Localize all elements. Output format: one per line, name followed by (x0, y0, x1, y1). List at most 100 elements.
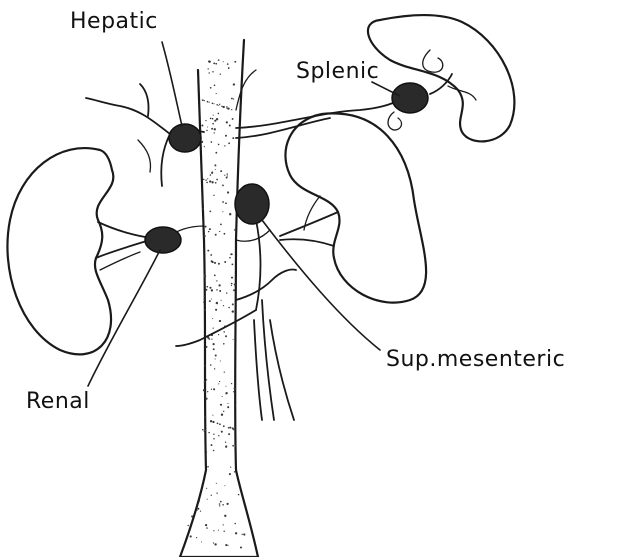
stipple-dot (222, 211, 223, 212)
stipple-dot (203, 179, 205, 181)
stipple-dot (209, 180, 211, 182)
stipple-dot (211, 338, 212, 339)
stipple-dot (210, 364, 212, 366)
stipple-dot (214, 120, 216, 122)
stipple-dot (209, 287, 211, 289)
stipple-dot (218, 144, 220, 146)
stipple-dot (223, 305, 224, 306)
stipple-dot (204, 309, 206, 311)
stipple-dot (225, 135, 227, 137)
sup-mesenteric-ganglion (235, 184, 269, 224)
stipple-dot (227, 403, 228, 404)
stipple-dot (201, 198, 203, 200)
stipple-dot (218, 263, 220, 265)
stipple-dot (226, 177, 228, 179)
stipple-dot (207, 101, 209, 103)
stipple-dot (231, 383, 232, 384)
stipple-dot (206, 527, 208, 529)
stipple-dot (213, 433, 214, 434)
stipple-dot (220, 501, 222, 503)
stipple-dot (204, 146, 205, 147)
stipple-dot (208, 231, 209, 232)
stipple-dot (220, 404, 222, 406)
stipple-dot (213, 62, 215, 64)
stipple-dot (223, 185, 224, 186)
stipple-dot (214, 128, 216, 130)
stipple-dot (233, 339, 234, 340)
stipple-dot (229, 427, 231, 429)
stipple-dot (232, 445, 234, 447)
stipple-dot (227, 191, 229, 193)
stipple-dot (220, 360, 221, 361)
stipple-dot (228, 433, 230, 435)
stipple-dot (212, 415, 213, 416)
stipple-dot (199, 500, 201, 502)
stipple-dot (205, 280, 206, 281)
stipple-dot (224, 515, 226, 517)
stipple-dot (207, 499, 208, 500)
stipple-dot (196, 510, 197, 511)
stipple-dot (211, 444, 213, 446)
stipple-dot (227, 406, 229, 408)
stipple-dot (197, 508, 199, 510)
stipple-dot (234, 61, 236, 63)
stipple-dot (224, 261, 226, 263)
stipple-dot (223, 411, 224, 412)
stipple-dot (226, 121, 228, 123)
stipple-dot (224, 145, 225, 146)
stipple-dot (218, 105, 219, 106)
stipple-dot (215, 358, 216, 359)
stipple-dot (215, 234, 217, 236)
stipple-dot (234, 523, 236, 525)
stipple-dot (203, 235, 205, 237)
stipple-dot (215, 309, 217, 311)
stipple-dot (203, 389, 205, 391)
stipple-dot (213, 343, 215, 345)
stipple-dot (214, 368, 215, 369)
stipple-dot (212, 71, 214, 73)
stipple-dot (215, 354, 217, 356)
stipple-dot (232, 137, 234, 139)
stipple-dot (207, 127, 208, 128)
stipple-dot (221, 300, 222, 301)
splenic-label: Splenic (296, 59, 379, 84)
stipple-dot (187, 525, 188, 526)
stipple-dot (227, 545, 228, 546)
stipple-dot (206, 130, 207, 131)
stipple-dot (218, 59, 220, 61)
stipple-dot (219, 104, 220, 105)
stipple-dot (190, 535, 192, 537)
stipple-dot (221, 414, 223, 416)
hepatic-label: Hepatic (70, 9, 158, 34)
stipple-dot (235, 405, 236, 406)
stipple-dot (214, 84, 216, 86)
stipple-dot (205, 179, 206, 180)
stipple-dot (228, 67, 229, 68)
stipple-dot (217, 423, 219, 425)
stipple-dot (211, 128, 213, 130)
stipple-dot (213, 327, 214, 328)
stipple-dot (223, 343, 225, 345)
splenic-ganglion (392, 83, 428, 113)
stipple-dot (206, 286, 208, 288)
stipple-dot (204, 100, 205, 101)
stipple-dot (216, 104, 218, 106)
stipple-dot (228, 307, 230, 309)
stipple-dot (226, 292, 227, 293)
stipple-dot (205, 289, 207, 291)
stipple-dot (242, 534, 243, 535)
stipple-dot (234, 471, 236, 473)
stipple-dot (229, 213, 231, 215)
stipple-dot (225, 392, 227, 394)
stipple-dot (210, 420, 212, 422)
stipple-dot (225, 544, 227, 546)
stipple-dot (228, 142, 230, 144)
stipple-dot (220, 74, 221, 75)
stipple-dot (215, 63, 217, 65)
stipple-dot (213, 450, 215, 452)
stipple-dot (201, 541, 202, 542)
stipple-dot (205, 120, 206, 121)
stipple-dot (213, 542, 214, 543)
aorta (180, 40, 258, 557)
stipple-dot (232, 427, 234, 429)
